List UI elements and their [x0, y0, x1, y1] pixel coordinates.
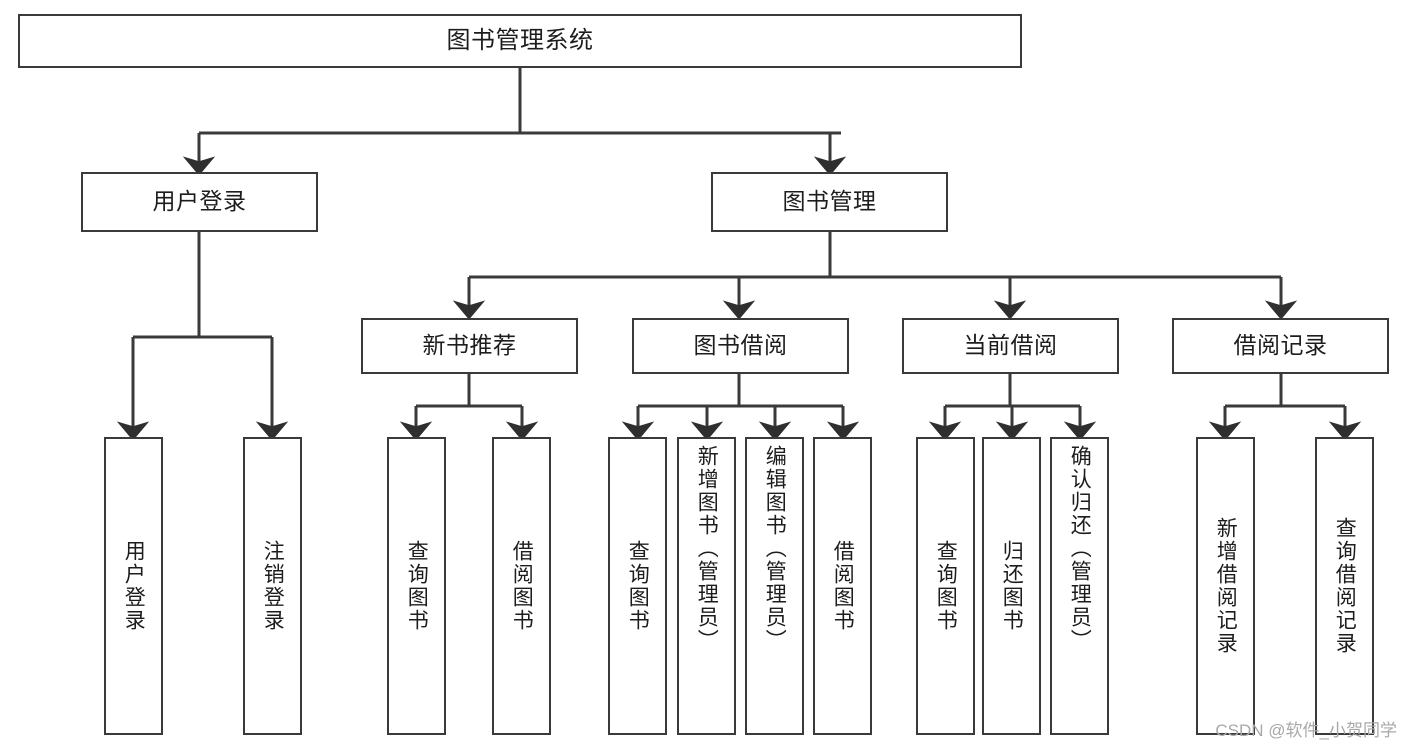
node-book-borrowing[interactable]: 图书借阅 [632, 318, 849, 374]
leaf-book-borrow-query-book[interactable]: 查询图书 [608, 437, 667, 735]
node-new-book-recommendation[interactable]: 新书推荐 [361, 318, 578, 374]
leaf-current-borrow-return-book[interactable]: 归还图书 [982, 437, 1041, 735]
csdn-watermark: CSDN @软件_小贺同学 [1215, 721, 1397, 740]
node-current-borrowing[interactable]: 当前借阅 [902, 318, 1119, 374]
node-label: 查询图书 [626, 540, 650, 632]
leaf-book-borrow-add-book-admin[interactable]: 新增图书（管理员） [677, 437, 736, 735]
node-label: 确认归还（管理员） [1068, 445, 1092, 652]
leaf-user-login-signout[interactable]: 注销登录 [243, 437, 302, 735]
node-label: 查询图书 [405, 540, 429, 632]
leaf-book-borrow-borrow-book[interactable]: 借阅图书 [813, 437, 872, 735]
node-label: 图书管理系统 [446, 26, 594, 54]
node-label: 注销登录 [261, 540, 285, 632]
node-label: 查询图书 [934, 540, 958, 632]
node-label: 查询借阅记录 [1333, 517, 1357, 655]
node-label: 编辑图书（管理员） [763, 445, 787, 652]
leaf-current-borrow-confirm-return-admin[interactable]: 确认归还（管理员） [1050, 437, 1109, 735]
leaf-user-login-signin[interactable]: 用户登录 [104, 437, 163, 735]
leaf-book-borrow-edit-book-admin[interactable]: 编辑图书（管理员） [745, 437, 804, 735]
leaf-current-borrow-query-book[interactable]: 查询图书 [916, 437, 975, 735]
node-book-management[interactable]: 图书管理 [711, 172, 948, 232]
node-label: 新书推荐 [422, 332, 517, 359]
leaf-borrow-record-query-record[interactable]: 查询借阅记录 [1315, 437, 1374, 735]
node-label: 用户登录 [152, 188, 247, 215]
node-label: 借阅图书 [510, 540, 534, 632]
leaf-new-book-query-book[interactable]: 查询图书 [387, 437, 446, 735]
node-label: 图书管理 [782, 188, 877, 215]
node-label: 图书借阅 [693, 332, 788, 359]
node-label: 新增借阅记录 [1214, 517, 1238, 655]
node-label: 用户登录 [122, 540, 146, 632]
node-label: 当前借阅 [963, 332, 1058, 359]
leaf-borrow-record-add-record[interactable]: 新增借阅记录 [1196, 437, 1255, 735]
node-label: 借阅图书 [831, 540, 855, 632]
node-root-book-management-system[interactable]: 图书管理系统 [18, 14, 1022, 68]
node-borrowing-record[interactable]: 借阅记录 [1172, 318, 1389, 374]
node-label: 借阅记录 [1233, 332, 1328, 359]
node-user-login[interactable]: 用户登录 [81, 172, 318, 232]
node-label: 新增图书（管理员） [695, 445, 719, 652]
leaf-new-book-borrow-book[interactable]: 借阅图书 [492, 437, 551, 735]
node-label: 归还图书 [1000, 540, 1024, 632]
